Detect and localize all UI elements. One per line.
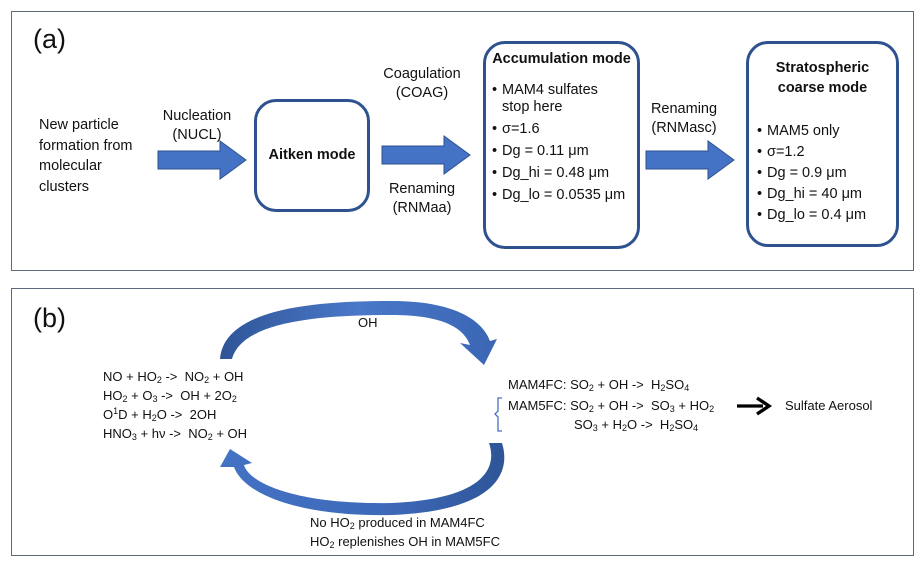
renaming-aa-label: Renaming (RNMaa): [377, 180, 467, 218]
accumulation-bullet: Dg = 0.11 μm: [492, 141, 625, 161]
title-line: coarse mode: [777, 80, 868, 96]
reaction-ho2-o3: HO2 + O3 -> OH + 2O2: [103, 388, 237, 404]
new-particle-formation-text: New particle formation from molecular cl…: [39, 115, 132, 197]
bullet-line: MAM4 sulfates: [502, 82, 598, 98]
panel-a-label: (a): [33, 24, 66, 54]
product-arrow-icon: [737, 396, 773, 416]
bullet-line: stop here: [502, 99, 563, 115]
reaction-hno3-hv: HNO3 + hν -> NO2 + OH: [103, 426, 248, 442]
coagulation-text: Coagulation: [383, 66, 461, 82]
coagulation-arrow-icon: [381, 135, 471, 175]
aitken-mode-box: Aitken mode: [254, 99, 370, 212]
bottom-note: No HO2 produced in MAM4FC HO2 replenishe…: [310, 513, 500, 551]
reaction-o1d-h2o: O1D + H2O -> 2OH: [103, 406, 217, 423]
title-line: Stratospheric: [775, 60, 870, 76]
panel-a: (a) New particle formation from molecula…: [11, 11, 914, 271]
bottom-note-line-1: No HO2 produced in MAM4FC: [310, 515, 485, 531]
renaming-asc-arrow-icon: [645, 140, 735, 180]
coagulation-abbrev: (COAG): [395, 85, 449, 101]
nucleation-arrow-icon: [157, 140, 247, 180]
accumulation-bullet: Dg_lo = 0.0535 μm: [492, 185, 625, 205]
nucleation-abbrev: (NUCL): [172, 127, 222, 143]
stratospheric-mode-title: Stratospheric coarse mode: [749, 58, 896, 98]
stratospheric-bullet: Dg = 0.9 μm: [757, 163, 866, 183]
stratospheric-bullet: Dg_hi = 40 μm: [757, 184, 866, 204]
mam5fc-reaction-2: SO3 + H2O -> H2SO4: [574, 417, 699, 433]
accumulation-bullet: σ=1.6: [492, 119, 625, 139]
accumulation-bullet: MAM4 sulfates stop here: [492, 82, 625, 116]
aitken-mode-title: Aitken mode: [268, 147, 356, 163]
sulfate-aerosol-label: Sulfate Aerosol: [785, 398, 873, 413]
top-arc-oh-label: OH: [358, 315, 378, 330]
nucleation-label: Nucleation (NUCL): [157, 107, 237, 145]
nucleation-text: Nucleation: [162, 108, 232, 124]
mam5fc-bracket-icon: [494, 397, 502, 432]
renaming-asc-label: Renaming (RNMasc): [644, 100, 724, 138]
source-text-line: formation from: [39, 137, 133, 154]
stratospheric-bullet: Dg_lo = 0.4 μm: [757, 205, 866, 225]
coagulation-label: Coagulation (COAG): [377, 65, 467, 103]
accumulation-properties-list: MAM4 sulfates stop here σ=1.6 Dg = 0.11 …: [492, 82, 625, 205]
left-reaction-list: NO + HO2 -> NO2 + OH HO2 + O3 -> OH + 2O…: [103, 367, 247, 443]
mam4fc-reaction: MAM4FC: SO2 + OH -> H2SO4: [508, 377, 690, 393]
mam5fc-reaction-1: MAM5FC: SO2 + OH -> SO3 + HO2: [508, 398, 715, 414]
top-oh-arc-arrow-icon: [220, 301, 505, 516]
renaming-asc-abbrev: (RNMasc): [651, 120, 717, 136]
accumulation-bullet: Dg_hi = 0.48 μm: [492, 163, 625, 183]
panel-b-label: (b): [33, 303, 66, 333]
source-text-line: molecular: [39, 158, 102, 174]
stratospheric-coarse-mode-box: Stratospheric coarse mode MAM5 only σ=1.…: [746, 41, 899, 247]
source-text-line: clusters: [39, 178, 89, 195]
reaction-no-ho2: NO + HO2 -> NO2 + OH: [103, 369, 244, 385]
source-text-line: New particle: [39, 117, 119, 133]
accumulation-mode-box: Accumulation mode MAM4 sulfates stop her…: [483, 41, 640, 249]
renaming-aa-abbrev: (RNMaa): [392, 200, 452, 216]
stratospheric-properties-list: MAM5 only σ=1.2 Dg = 0.9 μm Dg_hi = 40 μ…: [757, 121, 866, 225]
renaming-aa-text: Renaming: [388, 181, 456, 197]
stratospheric-bullet: σ=1.2: [757, 142, 866, 162]
panel-b: (b) OH NO + HO2 -> NO2 + OH HO2 + O3 -> …: [11, 288, 914, 556]
renaming-asc-text: Renaming: [650, 101, 718, 117]
stratospheric-bullet: MAM5 only: [757, 121, 866, 141]
bottom-note-line-2: HO2 replenishes OH in MAM5FC: [310, 534, 500, 550]
accumulation-mode-title: Accumulation mode: [492, 51, 631, 67]
